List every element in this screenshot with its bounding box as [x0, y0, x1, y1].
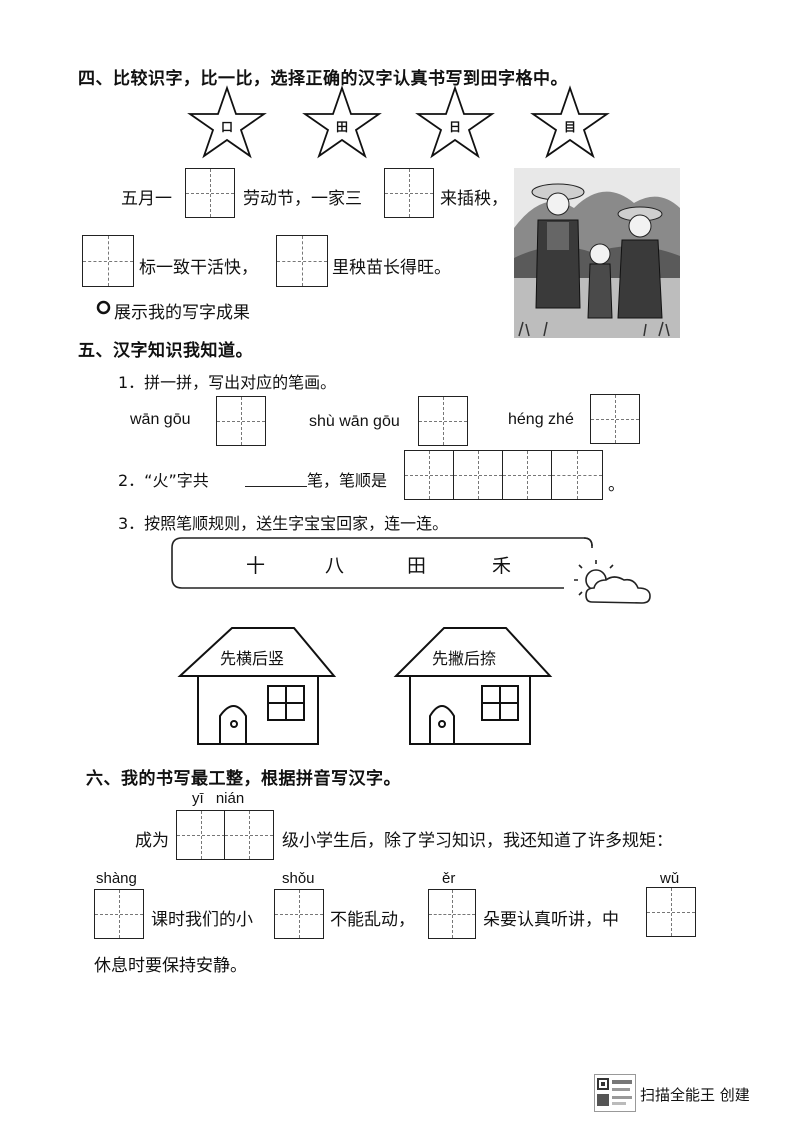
stars-row — [187, 85, 610, 159]
star-shape-4 — [530, 85, 610, 159]
house-label-pie-na[interactable]: 先撇后捺 — [432, 649, 497, 668]
houses-drawing — [177, 627, 553, 745]
pinyin-er: ěr — [442, 870, 456, 887]
char-shi[interactable]: 十 — [246, 555, 266, 577]
stroke-order-grid-1[interactable] — [404, 450, 454, 500]
s4-line1-text-a: 五月一 — [121, 189, 172, 209]
star-shape-3 — [415, 85, 495, 159]
section6-title: 六、我的书写最工整，根据拼音写汉字。 — [86, 769, 401, 789]
stroke-count-blank[interactable] — [245, 468, 307, 487]
circle-bullet-icon — [96, 300, 111, 315]
house-label-heng-shu[interactable]: 先横后竖 — [220, 649, 285, 668]
star-shape-1 — [187, 85, 267, 159]
star-shape-2 — [302, 85, 382, 159]
stroke-order-grid-4[interactable] — [551, 450, 603, 500]
star-label-mu: 目 — [563, 120, 576, 134]
s4-line2-text-b: 里秧苗长得旺。 — [332, 258, 451, 278]
q1-instruction: 1．拼一拼，写出对应的笔画。 — [118, 373, 337, 392]
writing-grid-s6-1[interactable] — [176, 810, 226, 860]
house-2-door — [429, 705, 455, 744]
star-label-tian: 田 — [335, 120, 348, 134]
star-label-kou: 口 — [220, 120, 233, 134]
s4-line2-text-a: 标一致干活快， — [139, 258, 258, 278]
writing-grid-s6-3[interactable] — [94, 889, 144, 939]
s6-line1-text-b: 级小学生后，除了学习知识，我还知道了许多规矩： — [282, 831, 673, 851]
pinyin-heng-zhe: héng zhé — [508, 411, 574, 428]
house-2-walls — [409, 676, 531, 745]
pinyin-shu-wan-gou: shù wān gōu — [309, 413, 400, 430]
s6-line3-text: 休息时要保持安静。 — [94, 956, 247, 976]
writing-grid-s6-6[interactable] — [646, 887, 696, 937]
s4-line1-text-c: 来插秧， — [440, 189, 508, 209]
stroke-order-grid-2[interactable] — [453, 450, 503, 500]
pinyin-shou: shǒu — [282, 870, 315, 887]
writing-grid-stroke-1[interactable] — [216, 396, 266, 446]
char-tian[interactable]: 田 — [407, 555, 427, 577]
family-rice-planting-illustration — [514, 168, 680, 338]
scanner-app-logo-icon — [594, 1074, 636, 1112]
scanner-watermark-text: 扫描全能王 创建 — [640, 1086, 750, 1104]
q2-text-b: 笔，笔顺是 — [307, 471, 388, 490]
s6-line2-text-a: 课时我们的小 — [151, 910, 253, 930]
q3-instruction: 3．按照笔顺规则，送生字宝宝回家，连一连。 — [118, 514, 449, 533]
s6-line1-text-a: 成为 — [135, 831, 169, 851]
show-results-label: 展示我的写字成果 — [114, 303, 250, 323]
section5-title: 五、汉字知识我知道。 — [78, 341, 253, 361]
writing-grid-s4-2[interactable] — [384, 168, 434, 218]
char-he[interactable]: 禾 — [492, 555, 512, 577]
house-2-roof — [393, 627, 553, 677]
writing-grid-s4-4[interactable] — [276, 235, 328, 287]
pinyin-wu: wǔ — [660, 870, 680, 887]
writing-grid-s4-3[interactable] — [82, 235, 134, 287]
writing-grid-s6-2[interactable] — [224, 810, 274, 860]
house-1-walls — [197, 676, 319, 745]
house-1-roof — [177, 627, 337, 677]
q2-end-punct: 。 — [608, 475, 625, 495]
writing-grid-stroke-3[interactable] — [590, 394, 640, 444]
character-banner-frame — [171, 537, 593, 589]
stroke-order-grid-3[interactable] — [502, 450, 552, 500]
sun-cloud-icon — [574, 560, 651, 604]
house-1-door — [219, 705, 247, 744]
s6-line2-text-c: 朵要认真听讲，中 — [483, 910, 619, 930]
q2-text-a: 2．“火”字共 — [118, 471, 209, 490]
pinyin-shang: shàng — [96, 870, 137, 887]
pinyin-yi-nian: yī nián — [192, 790, 245, 807]
writing-grid-s6-5[interactable] — [428, 889, 476, 939]
section4-title: 四、比较识字，比一比，选择正确的汉字认真书写到田字格中。 — [78, 69, 568, 89]
s4-line1-text-b: 劳动节，一家三 — [243, 189, 362, 209]
char-ba[interactable]: 八 — [325, 555, 345, 577]
writing-grid-stroke-2[interactable] — [418, 396, 468, 446]
s6-line2-text-b: 不能乱动， — [330, 910, 415, 930]
star-label-ri: 日 — [448, 120, 461, 134]
pinyin-wan-gou: wān gōu — [130, 411, 191, 428]
writing-grid-s6-4[interactable] — [274, 889, 324, 939]
writing-grid-s4-1[interactable] — [185, 168, 235, 218]
